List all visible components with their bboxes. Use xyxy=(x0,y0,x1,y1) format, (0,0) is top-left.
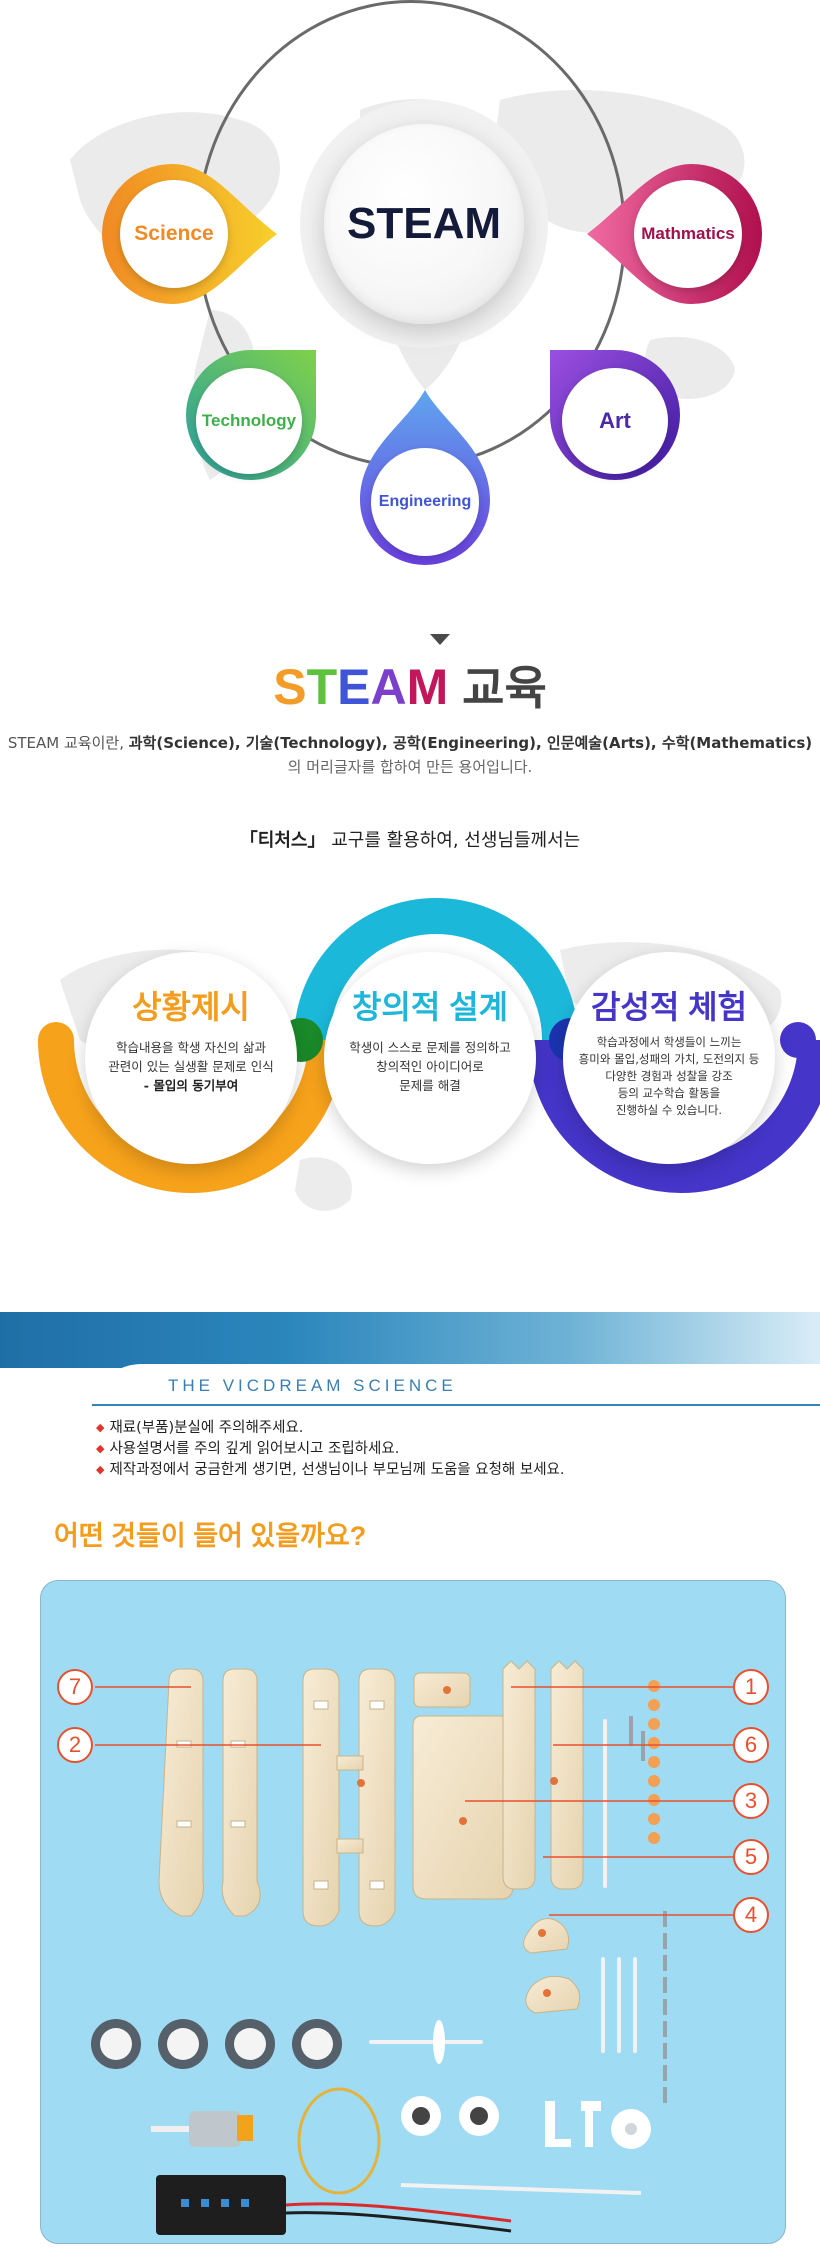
callout-5: 5 xyxy=(733,1839,769,1875)
desc-bold: 과학(Science), 기술(Technology), 공학(Engineer… xyxy=(128,734,813,752)
step-circle-1 xyxy=(85,952,297,1164)
technology-label: Technology xyxy=(196,368,302,474)
mathmatics-label: Mathmatics xyxy=(634,180,742,288)
callout-1: 1 xyxy=(733,1669,769,1705)
diamond-bullet-icon: ◆ xyxy=(96,1463,105,1476)
diamond-bullet-icon: ◆ xyxy=(96,1442,105,1455)
note-text-3: 제작과정에서 궁금한게 생기면, 선생님이나 부모님께 도움을 요청해 보세요. xyxy=(109,1462,565,1478)
steam-diagram: STEAM Science Mathmatics Technology Art … xyxy=(0,0,820,580)
step2-line1: 학생이 스스로 문제를 정의하고 xyxy=(349,1040,511,1055)
teachers-intro: 「티처스」 교구를 활용하여, 선생님들께서는 xyxy=(0,826,820,852)
step3-line2: 흥미와 몰입,성패의 가치, 도전의지 등 xyxy=(578,1052,760,1066)
step1-line1: 학습내용을 학생 자신의 삶과 xyxy=(116,1040,266,1055)
callout-6: 6 xyxy=(733,1727,769,1763)
art-label: Art xyxy=(562,368,668,474)
title-letter-a: A xyxy=(370,659,407,715)
step2-line2: 창의적인 아이디어로 xyxy=(376,1059,484,1074)
step1-line2: 관련이 있는 실생활 문제로 인식 xyxy=(108,1059,274,1074)
title-letter-e: E xyxy=(337,659,371,715)
title-suffix: 교육 xyxy=(462,662,547,714)
callout-2: 2 xyxy=(57,1727,93,1763)
step-circle-3 xyxy=(563,952,775,1164)
step-title-3: 감성적 체험 xyxy=(590,989,748,1025)
step3-line5: 진행하실 수 있습니다. xyxy=(615,1103,723,1117)
parts-illustration xyxy=(91,1660,741,2235)
parts-board: 7 2 1 6 3 5 4 xyxy=(40,1580,786,2244)
step-body-1: 학습내용을 학생 자신의 삶과 관련이 있는 실생활 문제로 인식 - 몰입의 … xyxy=(91,1038,291,1095)
callout-7: 7 xyxy=(57,1669,93,1705)
center-label: STEAM xyxy=(347,199,501,248)
step-body-2: 학생이 스스로 문제를 정의하고 창의적인 아이디어로 문제를 해결 xyxy=(330,1038,530,1095)
steam-description-line2: 의 머리글자를 합하여 만든 용어입니다. xyxy=(287,758,533,776)
steam-edu-title: STEAM 교육 xyxy=(0,652,820,718)
note-item: ◆ 제작과정에서 궁금한게 생기면, 선생님이나 부모님께 도움을 요청해 보세요… xyxy=(96,1460,565,1481)
science-label: Science xyxy=(120,180,228,288)
vicdream-banner xyxy=(0,1312,820,1368)
note-item: ◆ 재료(부품)분실에 주의해주세요. xyxy=(96,1418,565,1439)
note-text-1: 재료(부품)분실에 주의해주세요. xyxy=(109,1420,304,1436)
banner-text: THE VICDREAM SCIENCE xyxy=(168,1376,457,1395)
step-title-1: 상황제시 xyxy=(132,989,250,1025)
center-disc xyxy=(324,124,524,324)
teachers-rest: 교구를 활용하여, 선생님들께서는 xyxy=(331,830,581,851)
diamond-bullet-icon: ◆ xyxy=(96,1421,105,1434)
title-letter-m: M xyxy=(406,659,449,715)
steps-section: 상황제시 학습내용을 학생 자신의 삶과 관련이 있는 실생활 문제로 인식 -… xyxy=(0,860,820,1260)
step1-strong: - 몰입의 동기부여 xyxy=(143,1078,239,1093)
step2-line3: 문제를 해결 xyxy=(399,1078,461,1093)
step3-line4: 등의 교수학습 활동을 xyxy=(617,1086,721,1100)
step-circle-2 xyxy=(324,952,536,1164)
caution-notes: ◆ 재료(부품)분실에 주의해주세요. ◆ 사용설명서를 주의 깊게 읽어보시고 조… xyxy=(96,1418,565,1481)
banner-underline xyxy=(92,1404,820,1406)
step-body-3: 학습과정에서 학생들이 느끼는 흥미와 몰입,성패의 가치, 도전의지 등 다양… xyxy=(569,1034,769,1119)
steam-description-line1: STEAM 교육이란, 과학(Science), 기술(Technology),… xyxy=(0,732,820,753)
banner-white-tab xyxy=(92,1364,820,1410)
note-item: ◆ 사용설명서를 주의 깊게 읽어보시고 조립하세요. xyxy=(96,1439,565,1460)
title-letter-s: S xyxy=(273,659,307,715)
step3-line3: 다양한 경험과 성찰을 강조 xyxy=(605,1069,733,1083)
step-title-2: 창의적 설계 xyxy=(351,989,509,1025)
engineering-label: Engineering xyxy=(371,448,479,556)
callout-4: 4 xyxy=(733,1897,769,1933)
teachers-brand: 「티처스」 xyxy=(239,830,326,851)
step3-line1: 학습과정에서 학생들이 느끼는 xyxy=(596,1035,742,1049)
parts-question-title: 어떤 것들이 들어 있을까요? xyxy=(54,1521,367,1551)
arrow-down-icon xyxy=(430,634,450,645)
callout-3: 3 xyxy=(733,1783,769,1819)
note-text-2: 사용설명서를 주의 깊게 읽어보시고 조립하세요. xyxy=(109,1441,400,1457)
title-letter-t: T xyxy=(306,659,338,715)
desc-prefix: STEAM 교육이란, xyxy=(7,734,129,752)
